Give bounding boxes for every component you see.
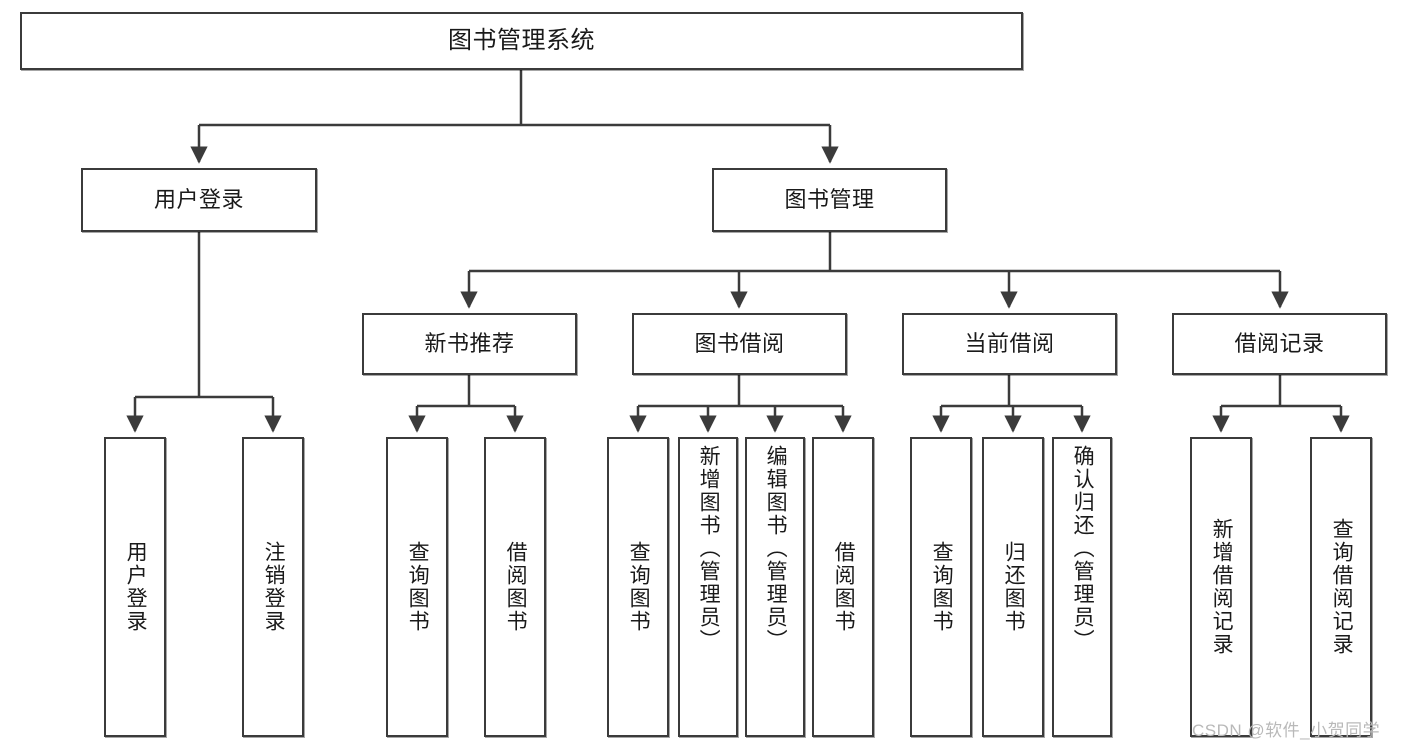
node-label-leaf-query-book-1: 查询图书 bbox=[406, 541, 430, 633]
node-book-manage[interactable]: 图书管理 bbox=[712, 168, 947, 232]
node-leaf-query-record[interactable]: 查询借阅记录 bbox=[1310, 437, 1372, 737]
node-label-leaf-query-book-3: 查询图书 bbox=[930, 541, 954, 633]
node-label-leaf-confirm-return: 确认归还（管理员） bbox=[1071, 445, 1095, 652]
node-leaf-user-login[interactable]: 用户登录 bbox=[104, 437, 166, 737]
node-borrow-record[interactable]: 借阅记录 bbox=[1172, 313, 1387, 375]
node-new-book-recommend[interactable]: 新书推荐 bbox=[362, 313, 577, 375]
node-user-login[interactable]: 用户登录 bbox=[81, 168, 317, 232]
csdn-watermark: CSDN @软件_小贺同学 bbox=[1192, 721, 1381, 740]
node-label-new-book-recommend: 新书推荐 bbox=[424, 331, 515, 357]
node-root[interactable]: 图书管理系统 bbox=[20, 12, 1023, 70]
node-label-book-borrow: 图书借阅 bbox=[694, 331, 785, 357]
node-label-book-manage: 图书管理 bbox=[784, 187, 875, 213]
node-leaf-query-book-3[interactable]: 查询图书 bbox=[910, 437, 972, 737]
node-label-user-login: 用户登录 bbox=[153, 187, 244, 213]
node-leaf-borrow-book-2[interactable]: 借阅图书 bbox=[812, 437, 874, 737]
node-label-leaf-user-login: 用户登录 bbox=[124, 541, 148, 633]
node-label-leaf-query-record: 查询借阅记录 bbox=[1330, 518, 1354, 656]
node-label-leaf-borrow-book-1: 借阅图书 bbox=[504, 541, 528, 633]
node-current-borrow[interactable]: 当前借阅 bbox=[902, 313, 1117, 375]
node-leaf-confirm-return[interactable]: 确认归还（管理员） bbox=[1052, 437, 1112, 737]
node-label-leaf-add-book: 新增图书（管理员） bbox=[697, 445, 721, 652]
node-label-leaf-add-record: 新增借阅记录 bbox=[1210, 518, 1234, 656]
node-label-leaf-query-book-2: 查询图书 bbox=[627, 541, 651, 633]
node-leaf-add-book[interactable]: 新增图书（管理员） bbox=[678, 437, 738, 737]
node-leaf-user-logout[interactable]: 注销登录 bbox=[242, 437, 304, 737]
node-label-leaf-user-logout: 注销登录 bbox=[262, 541, 286, 633]
node-label-leaf-borrow-book-2: 借阅图书 bbox=[832, 541, 856, 633]
node-leaf-add-record[interactable]: 新增借阅记录 bbox=[1190, 437, 1252, 737]
node-label-current-borrow: 当前借阅 bbox=[964, 331, 1055, 357]
node-label-borrow-record: 借阅记录 bbox=[1234, 331, 1325, 357]
node-leaf-query-book-1[interactable]: 查询图书 bbox=[386, 437, 448, 737]
node-leaf-edit-book[interactable]: 编辑图书（管理员） bbox=[745, 437, 805, 737]
node-label-leaf-return-book: 归还图书 bbox=[1002, 541, 1026, 633]
node-label-leaf-edit-book: 编辑图书（管理员） bbox=[764, 445, 788, 652]
node-leaf-return-book[interactable]: 归还图书 bbox=[982, 437, 1044, 737]
node-book-borrow[interactable]: 图书借阅 bbox=[632, 313, 847, 375]
node-leaf-borrow-book-1[interactable]: 借阅图书 bbox=[484, 437, 546, 737]
node-label-root: 图书管理系统 bbox=[448, 27, 595, 55]
node-leaf-query-book-2[interactable]: 查询图书 bbox=[607, 437, 669, 737]
